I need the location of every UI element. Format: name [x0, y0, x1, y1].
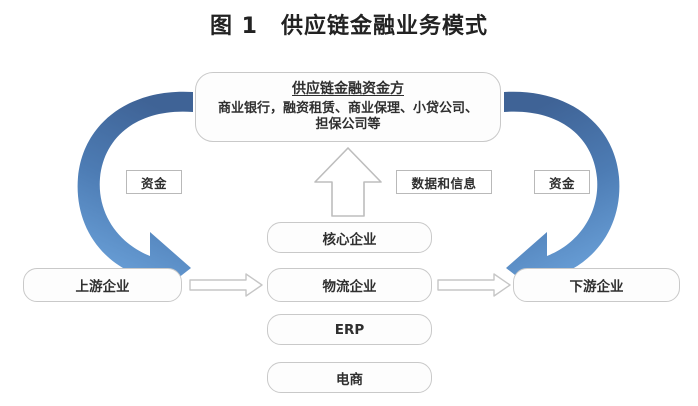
node-core-enterprise-label: 核心企业	[322, 231, 377, 248]
node-erp[interactable]: ERP	[267, 314, 432, 345]
node-downstream-enterprise-label: 下游企业	[569, 279, 624, 295]
arrow-core-to-funder-icon	[314, 147, 382, 217]
edge-label-funds-left-text: 资金	[140, 175, 167, 191]
edge-label-data-info: 数据和信息	[396, 170, 492, 194]
node-funder-detail: 商业银行，融资租赁、商业保理、小贷公司、 担保公司等	[217, 100, 478, 133]
edge-label-funds-right: 资金	[534, 170, 590, 194]
edge-label-funds-left: 资金	[126, 170, 182, 194]
node-erp-label: ERP	[334, 321, 365, 338]
arrow-funder-to-downstream-icon	[504, 91, 620, 301]
node-logistics-enterprise-label: 物流企业	[322, 279, 377, 295]
arrow-funder-to-upstream-icon	[77, 91, 193, 300]
figure-title: 图 1 供应链金融业务模式	[210, 14, 488, 39]
node-core-enterprise[interactable]: 核心企业	[267, 222, 432, 253]
node-funder-title: 供应链金融资金方	[292, 80, 404, 97]
arrow-upstream-to-logistics-icon	[189, 273, 263, 297]
node-logistics-enterprise[interactable]: 物流企业	[267, 268, 432, 302]
node-funder[interactable]: 供应链金融资金方 商业银行，融资租赁、商业保理、小贷公司、 担保公司等	[195, 72, 501, 142]
node-ecommerce[interactable]: 电商	[267, 362, 432, 393]
edge-label-funds-right-text: 资金	[548, 175, 575, 191]
node-upstream-enterprise-label: 上游企业	[75, 279, 130, 295]
node-downstream-enterprise[interactable]: 下游企业	[513, 268, 680, 302]
edge-label-data-info-text: 数据和信息	[411, 175, 477, 191]
arrow-logistics-to-downstream-icon	[437, 273, 511, 297]
node-upstream-enterprise[interactable]: 上游企业	[23, 268, 182, 302]
node-ecommerce-label: 电商	[336, 371, 363, 388]
